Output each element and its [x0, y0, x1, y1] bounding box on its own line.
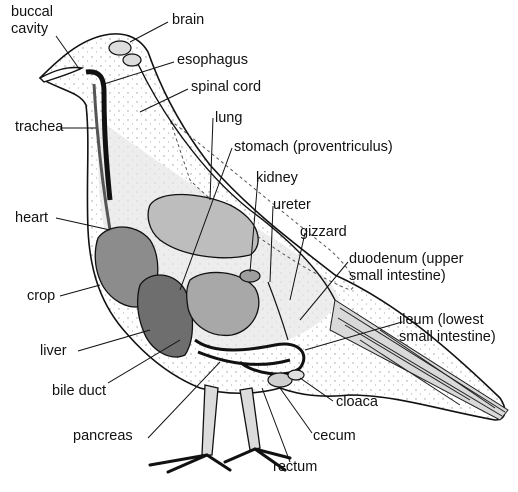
label-duodenum: duodenum (upper small intestine)	[349, 251, 463, 285]
label-crop: crop	[27, 288, 55, 305]
label-buccal-cavity: buccal cavity	[11, 4, 53, 38]
label-trachea: trachea	[15, 119, 63, 136]
label-brain: brain	[172, 12, 204, 29]
label-ileum: ileum (lowest small intestine)	[399, 312, 496, 346]
legs	[202, 385, 260, 455]
feet	[150, 449, 290, 472]
label-kidney: kidney	[256, 170, 298, 187]
label-stomach: stomach (proventriculus)	[234, 139, 393, 156]
label-spinal-cord: spinal cord	[191, 79, 261, 96]
label-cecum: cecum	[313, 428, 356, 445]
label-rectum: rectum	[273, 459, 317, 476]
label-bile-duct: bile duct	[52, 383, 106, 400]
label-cloaca: cloaca	[336, 394, 378, 411]
label-heart: heart	[15, 210, 48, 227]
label-liver: liver	[40, 343, 67, 360]
label-lung: lung	[215, 110, 242, 127]
label-gizzard: gizzard	[300, 224, 347, 241]
label-esophagus: esophagus	[177, 52, 248, 69]
label-ureter: ureter	[273, 197, 311, 214]
cloaca-organ	[288, 370, 304, 380]
label-pancreas: pancreas	[73, 428, 133, 445]
